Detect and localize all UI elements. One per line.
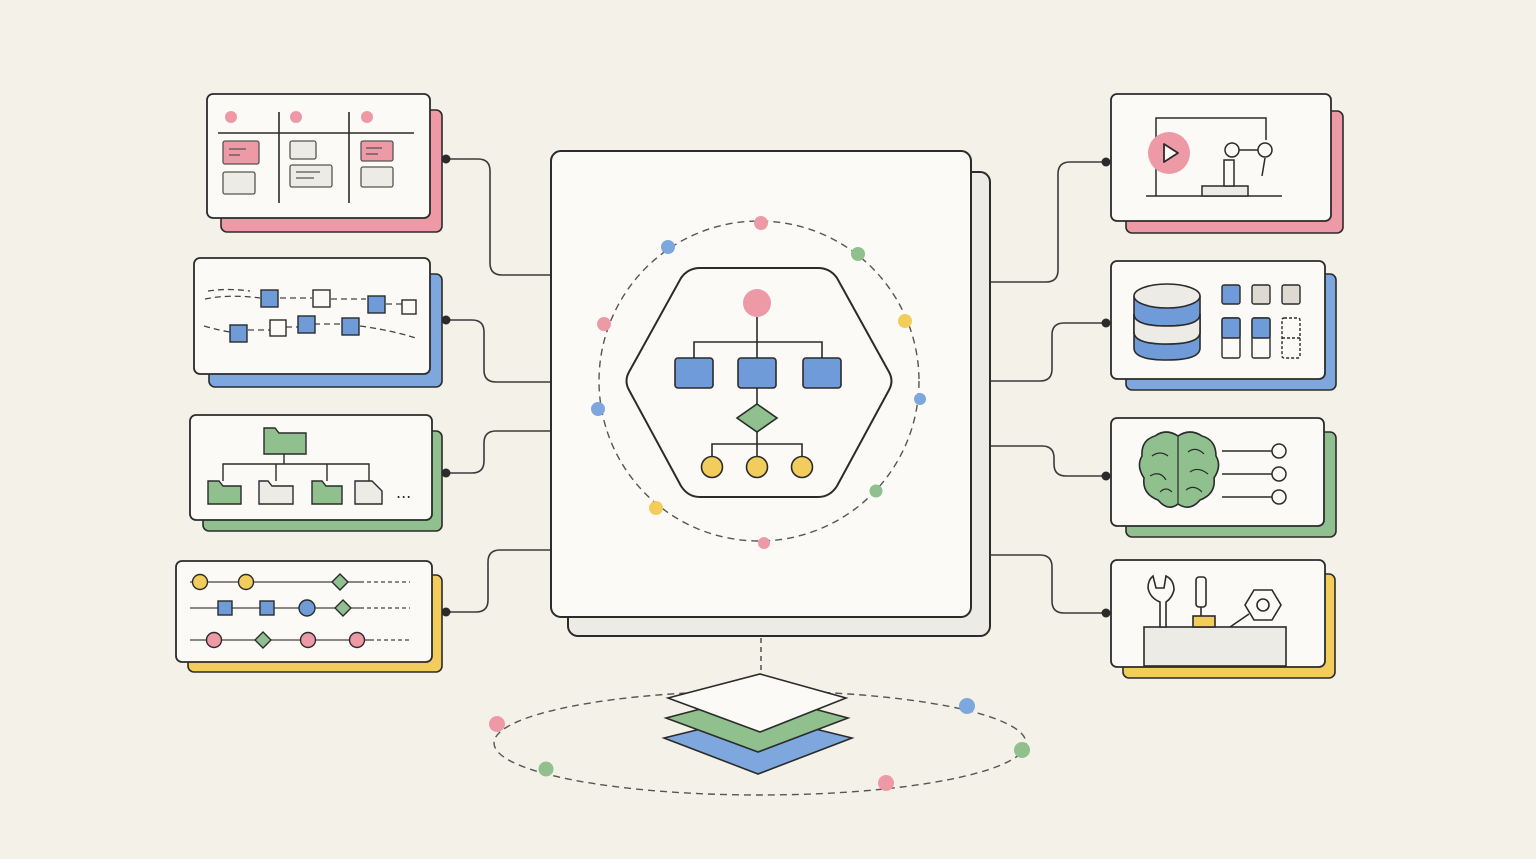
connector-lines [446, 158, 1106, 614]
module-media [1110, 93, 1344, 234]
toolbox-wrench-icon [1143, 574, 1287, 667]
connector-database [990, 322, 1106, 382]
connector-pipeline [446, 319, 552, 383]
folder-ellipsis: ... [396, 483, 411, 502]
pipeline-flow-icon [203, 288, 417, 343]
module-timeline [175, 560, 443, 673]
screwdriver-icon [1195, 576, 1207, 608]
kanban-board-icon [218, 111, 414, 203]
connector-kanban [446, 158, 552, 276]
brain-circuit-icon [1138, 431, 1287, 508]
module-pipeline [193, 257, 443, 388]
dashed-orbit-ring [591, 216, 926, 549]
central-hub-panel [550, 150, 991, 637]
connector-timeline [446, 549, 552, 613]
stacked-layers-icon [661, 673, 855, 775]
connector-dots [441, 154, 1111, 618]
module-database [1110, 260, 1337, 391]
flowchart-hexagon-icon [625, 267, 893, 498]
connector-ai [990, 445, 1106, 477]
dashed-ellipse-orbit [489, 690, 1030, 796]
connector-tools [990, 554, 1106, 614]
play-robot-arm-icon [1146, 117, 1282, 197]
connector-folders [446, 430, 552, 474]
database-grid-icon [1133, 283, 1301, 361]
folder-tree-icon: ... [207, 427, 411, 505]
module-tools [1110, 559, 1336, 679]
base-layers [489, 638, 1030, 796]
wrench-icon [1147, 574, 1175, 628]
connector-media [990, 161, 1106, 283]
module-kanban [206, 93, 443, 233]
module-folders: ... [189, 414, 443, 532]
module-ai [1110, 417, 1337, 538]
timeline-tracks-icon [190, 573, 412, 649]
